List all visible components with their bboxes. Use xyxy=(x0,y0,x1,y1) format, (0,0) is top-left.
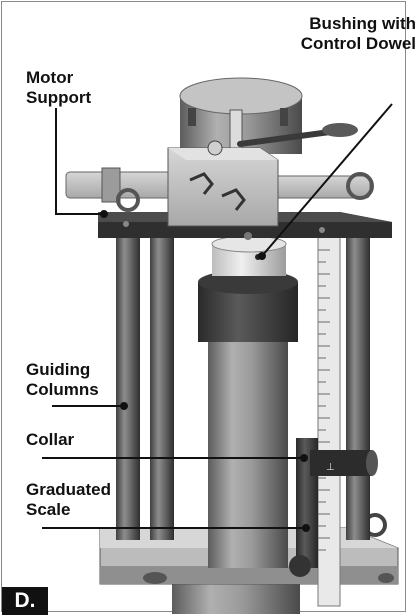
label-bushing-with-control-dowel: Bushing with Control Dowel xyxy=(300,14,416,53)
central-cylinder xyxy=(208,330,288,568)
panel-label: D. xyxy=(2,587,48,615)
graduated-scale xyxy=(317,235,341,607)
horizontal-rod xyxy=(65,167,374,212)
guiding-column-right xyxy=(346,230,370,540)
label-collar: Collar xyxy=(26,430,75,449)
bushing xyxy=(211,235,287,276)
dark-sleeve xyxy=(198,270,298,342)
leader-motor-support xyxy=(55,108,104,215)
guiding-column-left-2 xyxy=(150,230,174,540)
label-guiding-columns: Guiding Columns xyxy=(26,360,99,399)
svg-text:⊥: ⊥ xyxy=(326,462,335,473)
central-block xyxy=(167,140,279,227)
leader-bushing xyxy=(261,103,393,257)
lever-handle xyxy=(237,123,358,147)
label-motor-support: Motor Support xyxy=(26,68,92,107)
leader-lines xyxy=(42,103,393,532)
motor-housing xyxy=(179,77,303,154)
guiding-column-left-1 xyxy=(116,230,140,540)
label-graduated-scale: Graduated Scale xyxy=(26,480,112,519)
collar: ⊥ xyxy=(289,438,378,577)
